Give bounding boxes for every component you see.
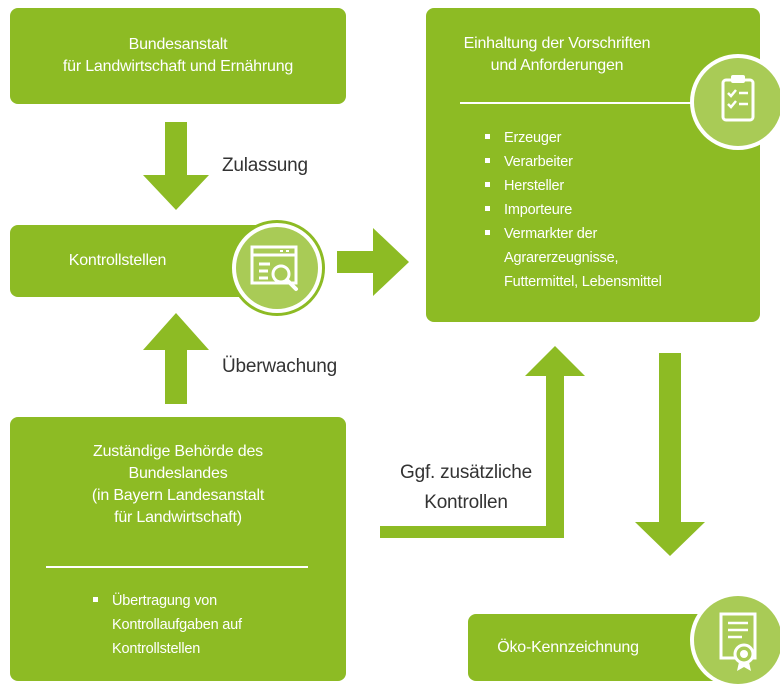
label-zulassung: Zulassung	[222, 155, 308, 176]
box-zustaendige-behoerde: Zuständige Behörde des Bundeslandes (in …	[10, 417, 346, 681]
list-item: Übertragung von Kontrollaufgaben auf Kon…	[92, 589, 332, 661]
arrow-zusaetzliche-kontrollen	[380, 346, 585, 538]
arrow-zulassung	[143, 122, 209, 210]
arrow-ueberwachung	[143, 313, 209, 404]
box-einhaltung-list: Erzeuger Verarbeiter Hersteller Importeu…	[484, 126, 744, 294]
box-bundesanstalt: Bundesanstalt für Landwirtschaft und Ern…	[10, 8, 346, 104]
list-item: Vermarkter der Agrarerzeugnisse, Futterm…	[484, 222, 744, 294]
certificate-icon	[690, 592, 780, 688]
box-einhaltung-title: Einhaltung der Vorschriften und Anforder…	[463, 35, 651, 74]
box-einhaltung-divider	[460, 102, 694, 104]
box-oeko-kennzeichnung: Öko-Kennzeichnung	[468, 614, 730, 681]
inspection-document-icon	[229, 220, 325, 316]
arrow-einhaltung-oeko	[635, 353, 705, 556]
box-behoerde-list: Übertragung von Kontrollaufgaben auf Kon…	[92, 589, 332, 661]
box-kontrollstellen-title: Kontrollstellen	[68, 252, 167, 269]
box-behoerde-title: Zuständige Behörde des Bundeslandes (in …	[91, 443, 265, 526]
box-behoerde-divider	[46, 566, 308, 568]
list-item: Importeure	[484, 198, 744, 222]
list-item: Hersteller	[484, 174, 744, 198]
clipboard-checklist-icon	[690, 54, 780, 150]
list-item: Verarbeiter	[484, 150, 744, 174]
label-ueberwachung: Überwachung	[222, 356, 338, 377]
label-zusaetzliche-kontrollen: Ggf. zusätzliche Kontrollen	[400, 462, 532, 513]
box-einhaltung: Einhaltung der Vorschriften und Anforder…	[426, 8, 760, 322]
list-item: Erzeuger	[484, 126, 744, 150]
arrow-kontrolle-einhaltung	[337, 228, 409, 296]
box-bundesanstalt-title: Bundesanstalt für Landwirtschaft und Ern…	[62, 36, 294, 75]
box-oeko-title: Öko-Kennzeichnung	[497, 639, 639, 656]
